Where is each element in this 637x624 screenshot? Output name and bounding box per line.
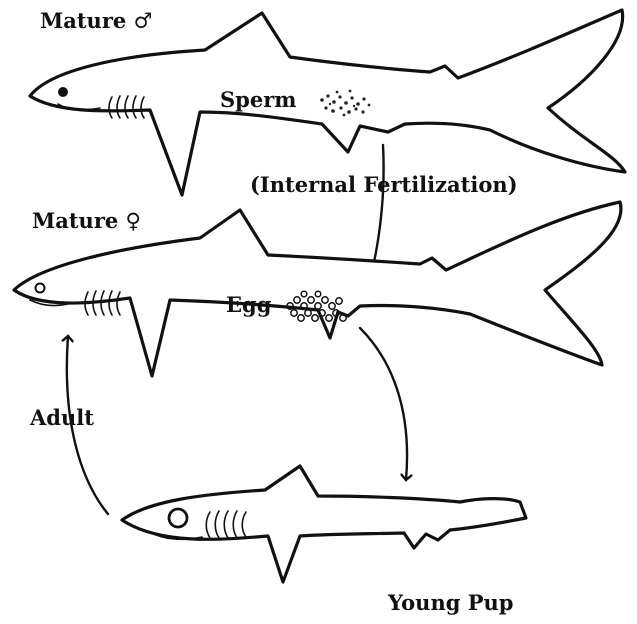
- male-shark-eye: [58, 87, 68, 97]
- male-shark-body: [30, 10, 625, 195]
- label-mature-male: Mature ♂: [40, 8, 152, 33]
- label-internal-fertilization: (Internal Fertilization): [250, 172, 518, 197]
- label-adult: Adult: [30, 405, 94, 430]
- label-young-pup: Young Pup: [388, 590, 513, 615]
- label-sperm: Sperm: [220, 87, 297, 112]
- birth-arrow: [360, 328, 407, 480]
- young-pup-shark: [122, 466, 526, 582]
- label-mature-female: Mature ♀: [32, 208, 141, 233]
- label-egg: Egg: [226, 292, 271, 317]
- mature-male-shark: [30, 10, 625, 195]
- pup-shark-body: [122, 466, 526, 582]
